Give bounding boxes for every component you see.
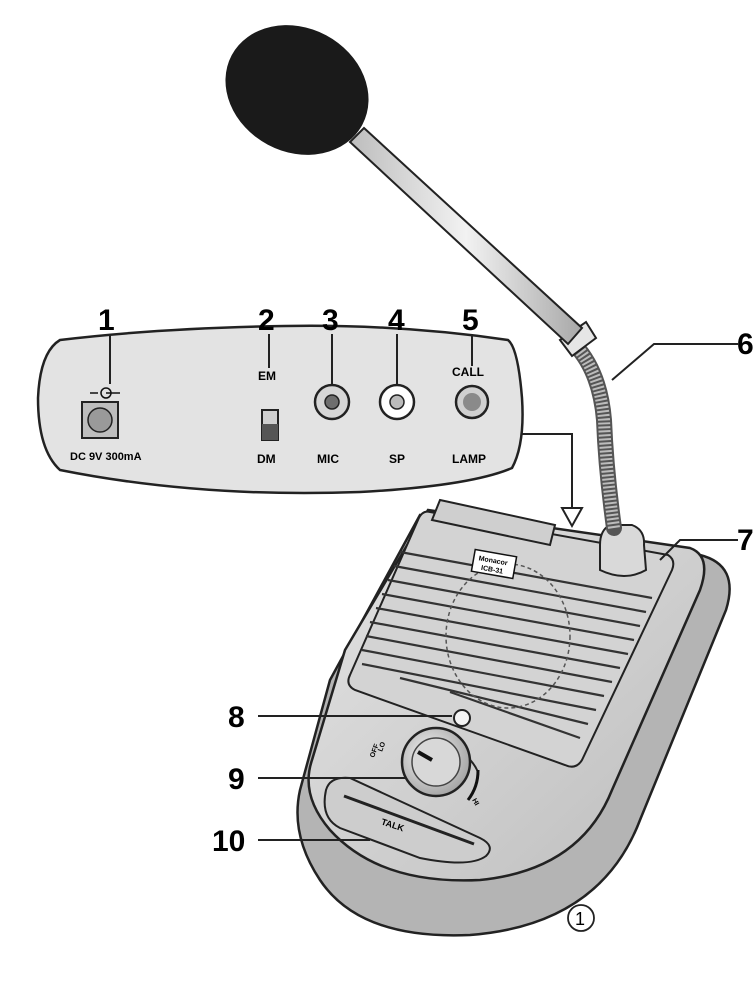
callout-5: 5	[462, 304, 479, 337]
svg-text:ICB-31: ICB-31	[480, 565, 503, 576]
callout-8: 8	[228, 701, 245, 734]
callout-10: 10	[212, 825, 245, 858]
callout-1: 1	[98, 304, 115, 337]
speaker-grill	[361, 550, 653, 740]
svg-text:OFF: OFF	[369, 742, 381, 758]
gooseneck-microphone	[225, 25, 648, 577]
sp-socket: SP	[378, 383, 416, 466]
svg-text:LAMP: LAMP	[452, 452, 486, 466]
volume-knob[interactable]: LO OFF HI	[369, 726, 480, 808]
rear-panel-detail: DC 9V 300mA EM DM MIC SP CALL LAMP	[36, 324, 584, 529]
callout-numbers: 1 2 3 4 5 6 7 8 9 10	[98, 304, 754, 858]
svg-text:1: 1	[575, 909, 585, 929]
callout-lines	[109, 334, 738, 841]
mic-stem	[348, 126, 584, 346]
svg-text:HI: HI	[470, 798, 480, 808]
callout-4: 4	[388, 304, 405, 337]
svg-text:SP: SP	[389, 452, 405, 466]
svg-text:MIC: MIC	[317, 452, 339, 466]
callout-6: 6	[737, 328, 754, 361]
mic-socket: MIC	[313, 383, 351, 466]
callout-3: 3	[322, 304, 339, 337]
device-body: Monacor ICB-31 LO OFF HI TALK	[296, 498, 731, 937]
mic-windscreen	[225, 25, 369, 155]
svg-text:EM: EM	[258, 369, 276, 383]
detail-pointer-arrow	[522, 433, 573, 508]
callout-2: 2	[258, 304, 275, 337]
mic-collar	[599, 524, 648, 577]
callout-7: 7	[737, 524, 754, 557]
svg-text:LO: LO	[377, 741, 387, 753]
model-badge: Monacor ICB-31	[470, 548, 518, 580]
led-indicator	[453, 709, 471, 727]
dc-jack: DC 9V 300mA	[70, 387, 142, 463]
callout-9: 9	[228, 763, 245, 796]
svg-text:DC 9V 300mA: DC 9V 300mA	[70, 451, 142, 463]
em-dm-switch[interactable]: EM DM	[257, 369, 279, 466]
svg-text:DM: DM	[257, 452, 276, 466]
figure-number: 1	[567, 904, 595, 932]
svg-text:CALL: CALL	[452, 365, 484, 379]
call-lamp-socket: CALL LAMP	[452, 365, 490, 466]
